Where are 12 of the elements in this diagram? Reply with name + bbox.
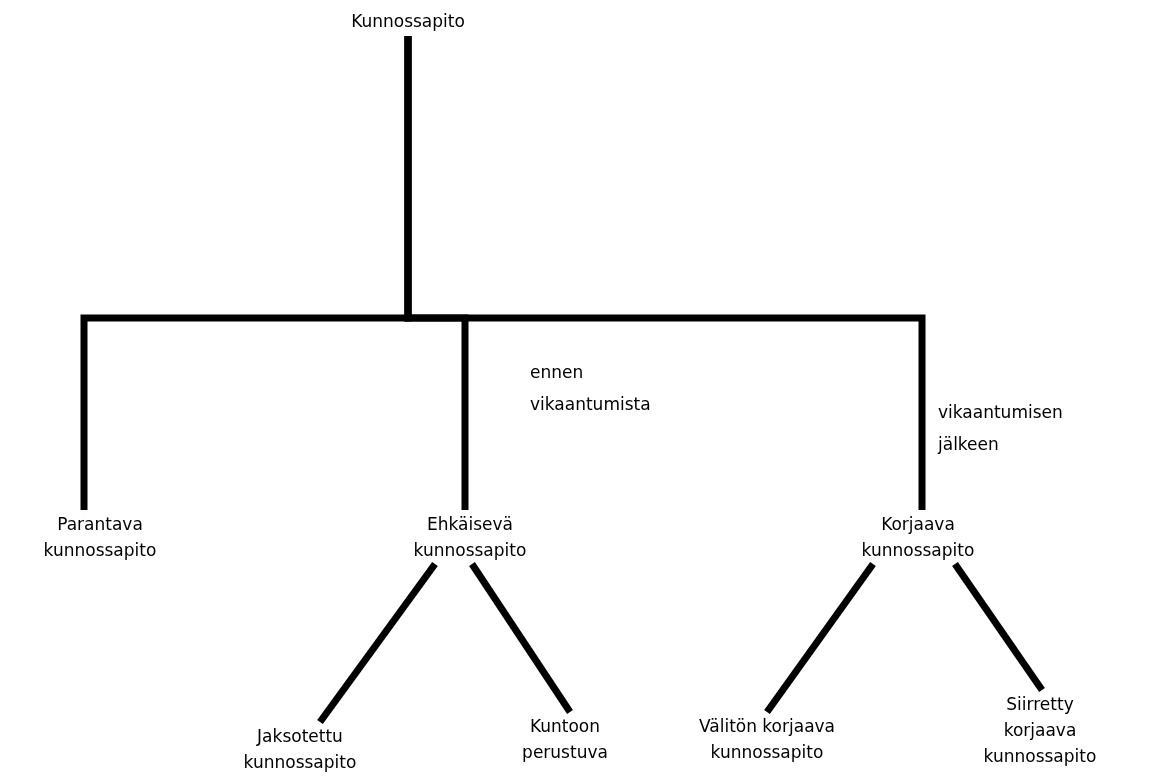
node-label: Välitön korjaava kunnossapito [662, 712, 872, 766]
node-label: Parantava kunnossapito [20, 510, 180, 564]
connector-line [952, 562, 1045, 692]
node-label: Jaksotettu kunnossapito [215, 722, 385, 776]
connector-line [764, 561, 876, 715]
connector-line [469, 562, 573, 714]
node-label: Siirretty korjaava kunnossapito [980, 690, 1100, 770]
node-label: Ehkäisevä kunnossapito [385, 510, 555, 564]
node-label: Korjaava kunnossapito [833, 510, 1003, 564]
connector-line [317, 561, 438, 725]
node-label: Kunnossapito [333, 6, 483, 36]
node-label: Kuntoon perustuva [500, 712, 630, 766]
